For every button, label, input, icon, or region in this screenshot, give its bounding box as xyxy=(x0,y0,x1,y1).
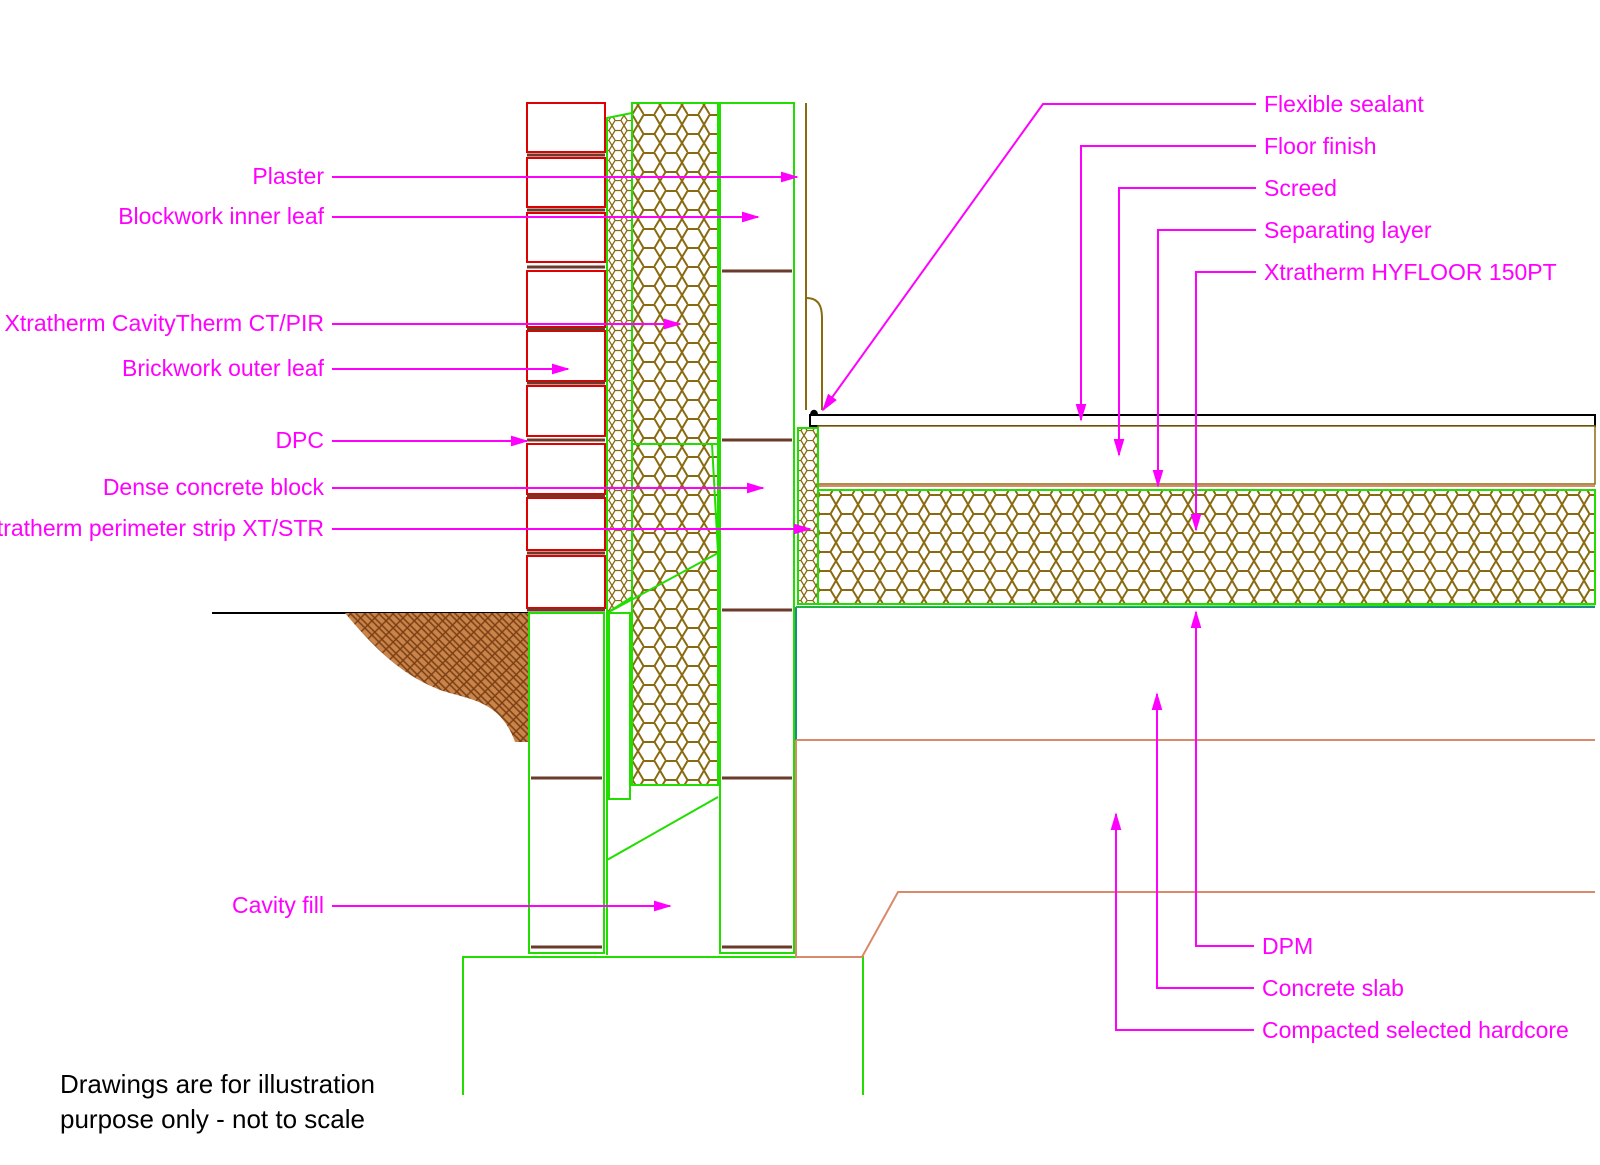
cavity-fill xyxy=(606,613,719,955)
label-dense-concrete-block: Dense concrete block xyxy=(103,474,325,500)
label-brickwork-outer-leaf: Brickwork outer leaf xyxy=(122,355,325,381)
hardcore xyxy=(796,891,1595,958)
label-perimeter-strip: Xtratherm perimeter strip XT/STR xyxy=(0,515,324,541)
disclaimer-note: Drawings are for illustration purpose on… xyxy=(60,1069,375,1134)
label-blockwork-inner-leaf: Blockwork inner leaf xyxy=(118,203,324,229)
label-dpc: DPC xyxy=(275,427,324,453)
label-cavity-fill: Cavity fill xyxy=(232,892,324,918)
label-screed: Screed xyxy=(1264,175,1337,201)
floor-buildup xyxy=(795,409,1596,958)
perimeter-strip xyxy=(797,427,819,605)
outer-leaf-below-ground xyxy=(528,612,605,954)
screed xyxy=(817,425,1596,485)
brickwork-outer-leaf xyxy=(526,102,606,612)
label-concrete-slab: Concrete slab xyxy=(1262,975,1404,1001)
note-line-2: purpose only - not to scale xyxy=(60,1104,365,1134)
label-floor-finish: Floor finish xyxy=(1264,133,1376,159)
plaster xyxy=(805,103,823,410)
label-hardcore: Compacted selected hardcore xyxy=(1262,1017,1569,1043)
hyfloor-insulation xyxy=(817,489,1596,605)
foundation xyxy=(462,956,864,1095)
label-plaster: Plaster xyxy=(252,163,324,189)
soil-hatch xyxy=(345,613,532,742)
floor-finish xyxy=(809,414,1596,427)
note-line-1: Drawings are for illustration xyxy=(60,1069,375,1099)
right-annotations: Flexible sealant Floor finish Screed Sep… xyxy=(821,91,1569,1043)
cavitytherm-insulation xyxy=(606,102,719,800)
label-flexible-sealant: Flexible sealant xyxy=(1264,91,1424,117)
label-separating-layer: Separating layer xyxy=(1264,217,1432,243)
label-dpm: DPM xyxy=(1262,933,1313,959)
ground xyxy=(212,612,532,742)
label-hyfloor: Xtratherm HYFLOOR 150PT xyxy=(1264,259,1557,285)
label-cavitytherm: Xtratherm CavityTherm CT/PIR xyxy=(5,310,325,336)
left-annotations: Plaster Blockwork inner leaf Xtratherm C… xyxy=(0,163,812,918)
